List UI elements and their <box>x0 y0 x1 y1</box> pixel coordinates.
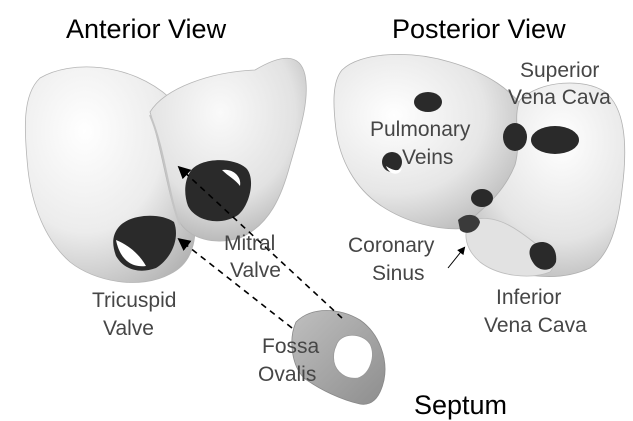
pulmonary-vein-opening-2 <box>503 123 527 151</box>
inferior-vena-cava-label-line2: Vena Cava <box>484 315 587 336</box>
pulmonary-veins-label-line1: Pulmonary <box>370 119 470 140</box>
coronary-sinus-label-line1: Coronary <box>348 235 434 256</box>
fossa-ovalis-opening <box>334 335 373 378</box>
posterior-view-title: Posterior View <box>392 16 566 43</box>
superior-vena-cava-label-line2: Vena Cava <box>508 87 611 108</box>
pulmonary-vein-opening-3 <box>382 152 402 172</box>
anterior-view-title: Anterior View <box>66 16 226 43</box>
inferior-vena-cava-label-line1: Inferior <box>496 287 561 308</box>
mitral-label-line1: Mitral <box>224 233 275 254</box>
fossa-ovalis-label-line1: Fossa <box>262 336 319 357</box>
coronary-sinus-label-line2: Sinus <box>372 263 425 284</box>
superior-vena-cava-label-line1: Superior <box>520 60 599 81</box>
mitral-label-line2: Valve <box>230 260 281 281</box>
superior-vena-cava-opening <box>531 126 579 154</box>
tricuspid-label-line1: Tricuspid <box>92 290 176 311</box>
pulmonary-vein-opening-4 <box>471 189 493 207</box>
tricuspid-label-line2: Valve <box>103 318 154 339</box>
pulmonary-vein-opening-1 <box>414 92 442 112</box>
septum-title: Septum <box>414 392 507 419</box>
fossa-ovalis-label-line2: Ovalis <box>258 364 316 385</box>
pulmonary-veins-label-line2: Veins <box>402 147 453 168</box>
